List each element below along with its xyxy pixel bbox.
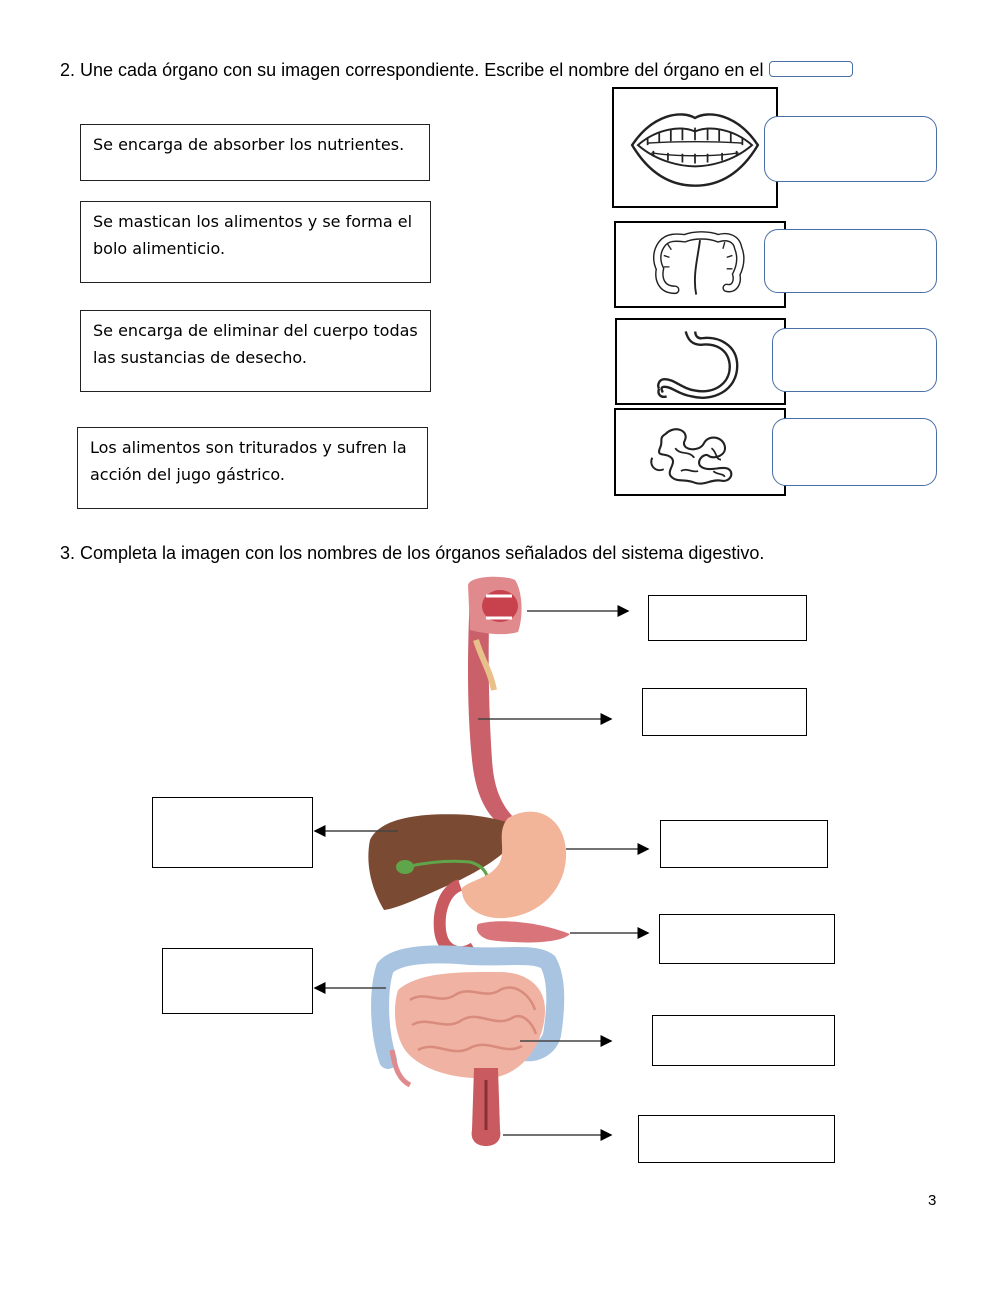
small-intestine-picture	[614, 408, 786, 496]
small-intestine-shape	[394, 971, 545, 1079]
small-intestine-answer-box[interactable]	[772, 418, 937, 486]
label-box-stomach[interactable]	[660, 820, 828, 868]
label-box-esophagus[interactable]	[642, 688, 807, 736]
exercise-2-title: 2. Une cada órgano con su imagen corresp…	[60, 60, 854, 81]
mouth-answer-box[interactable]	[764, 116, 937, 182]
stomach-shape	[461, 811, 567, 919]
stomach-answer-box[interactable]	[772, 328, 937, 392]
label-box-large-intestine[interactable]	[162, 948, 313, 1014]
description-card: Se mastican los alimentos y se forma el …	[80, 201, 431, 283]
small-intestine-icon	[650, 428, 733, 485]
label-box-liver[interactable]	[152, 797, 313, 868]
mouth-icon	[630, 113, 760, 187]
answer-box-sample	[769, 61, 854, 78]
mouth-picture	[612, 87, 778, 208]
description-card: Los alimentos son triturados y sufren la…	[77, 427, 428, 509]
large-intestine-shape	[371, 945, 565, 1069]
description-card: Se encarga de eliminar del cuerpo todas …	[80, 310, 431, 392]
label-box-rectum[interactable]	[638, 1115, 835, 1163]
large-intestine-picture	[614, 221, 786, 308]
digestive-system-diagram	[313, 576, 650, 1146]
large-intestine-icon	[653, 231, 745, 295]
exercise-3-title: 3. Completa la imagen con los nombres de…	[60, 543, 765, 563]
pancreas-shape	[476, 921, 570, 943]
stomach-icon	[657, 331, 739, 399]
exercise-2-title-text: 2. Une cada órgano con su imagen corresp…	[60, 60, 764, 80]
description-card: Se encarga de absorber los nutrientes.	[80, 124, 430, 181]
description-text: Se encarga de absorber los nutrientes.	[93, 135, 405, 154]
large-intestine-answer-box[interactable]	[764, 229, 937, 293]
label-box-small-intestine[interactable]	[652, 1015, 835, 1066]
label-box-pancreas[interactable]	[659, 914, 835, 964]
description-text: Los alimentos son triturados y sufren la…	[90, 438, 407, 484]
label-box-mouth[interactable]	[648, 595, 807, 641]
description-text: Se mastican los alimentos y se forma el …	[93, 212, 413, 258]
description-text: Se encarga de eliminar del cuerpo todas …	[93, 321, 418, 367]
gallbladder-shape	[396, 860, 414, 874]
stomach-picture	[615, 318, 786, 405]
page-number: 3	[928, 1192, 937, 1209]
